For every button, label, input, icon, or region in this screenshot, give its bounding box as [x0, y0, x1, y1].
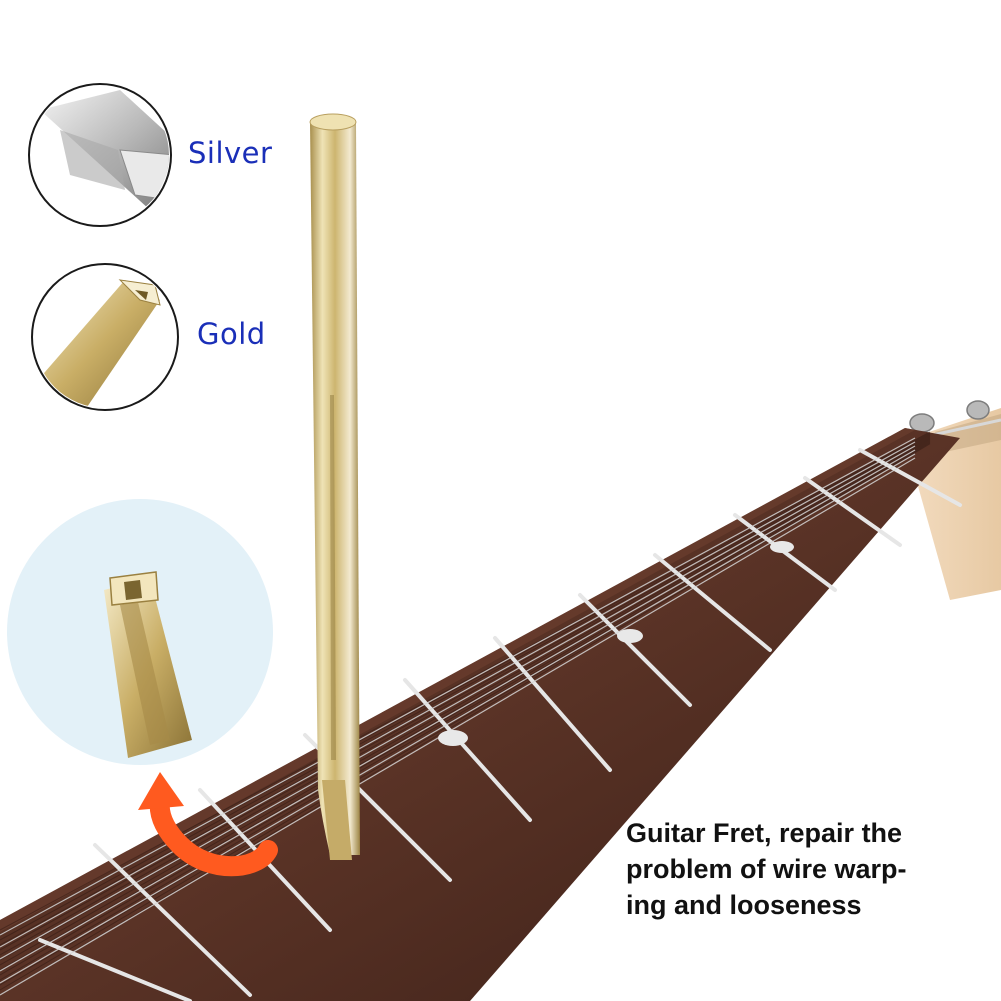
wood-grain-line [0, 441, 931, 986]
guitar-string [0, 449, 916, 972]
caption-line: problem of wire warp- [626, 854, 907, 884]
fret-wire [578, 593, 692, 707]
fret-repair-tool [309, 113, 360, 860]
guitar-string [0, 437, 916, 936]
wood-grain-line [0, 431, 931, 931]
product-caption: Guitar Fret, repair the problem of wire … [626, 815, 996, 923]
silver-label: Silver [188, 136, 273, 170]
fret-wire [38, 938, 192, 1001]
gold-label: Gold [197, 317, 266, 351]
fret-marker-inlay [438, 541, 794, 746]
silver-profile-thumbnail [28, 83, 172, 227]
wood-grain-line [0, 435, 931, 951]
guitar-string [0, 457, 916, 996]
guitar-string [0, 441, 916, 948]
wood-grain-line [0, 437, 931, 966]
wood-grain-line [0, 433, 931, 941]
fret-wire [653, 553, 772, 652]
wood-grain-line [0, 438, 931, 971]
wood-grain-line [0, 440, 931, 981]
caption-line: ing and looseness [626, 890, 862, 920]
caption-line: Guitar Fret, repair the [626, 818, 903, 848]
wood-grain-line [0, 436, 931, 956]
gold-profile-thumbnail [31, 263, 179, 411]
wood-grain-line [0, 442, 931, 991]
guitar-string [0, 453, 916, 984]
zoom-detail-bubble [7, 499, 273, 765]
fret-wire [493, 636, 612, 772]
curved-arrow-icon [138, 772, 278, 877]
guitar-string [0, 445, 916, 960]
